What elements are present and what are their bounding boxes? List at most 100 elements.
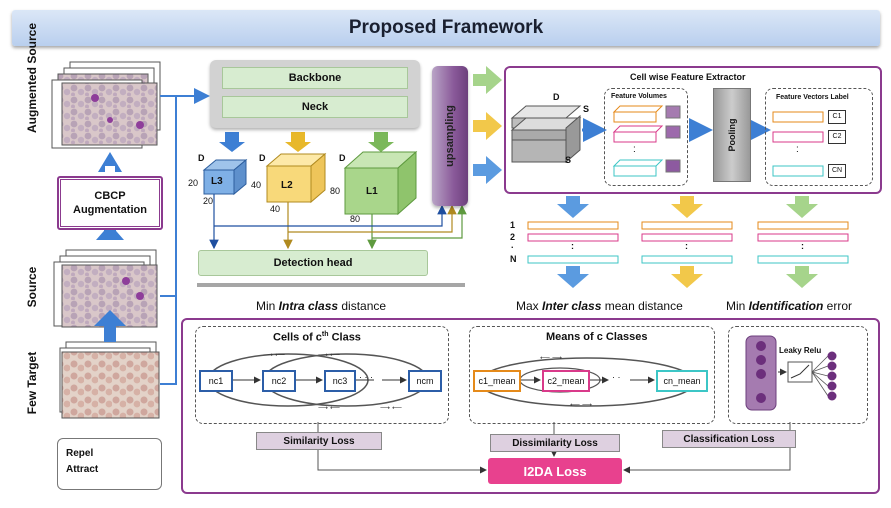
row-label-2: 2 <box>510 232 516 242</box>
cube-l2-depth: D <box>259 153 266 163</box>
cube-l3-depth: D <box>198 153 205 163</box>
i2da-loss-box: I2DA Loss <box>488 458 622 484</box>
mean-cn: cn_mean <box>656 370 708 392</box>
backbone-block: Backbone <box>222 67 408 89</box>
cells-dots: · · · <box>359 372 373 382</box>
neck-block: Neck <box>222 96 408 118</box>
row-label-1: 1 <box>510 220 516 230</box>
loss-panel <box>181 318 880 494</box>
legend-attract: Attract <box>66 464 99 475</box>
cube-l2-shape <box>265 152 327 204</box>
stack-depth-label: D <box>553 92 560 102</box>
feature-volumes-title: Feature Volumes <box>611 93 667 100</box>
cube-l2-height: 40 <box>270 204 281 214</box>
cbcp-line2: Augmentation <box>73 204 147 216</box>
cells-panel-title: Cells of cth Class <box>273 331 361 344</box>
feature-volumes-dots: : <box>633 144 636 155</box>
cbcp-augmentation-box: CBCP Augmentation <box>57 176 163 230</box>
col3-dots: : <box>801 241 804 251</box>
svg-text:⟵ ⟶: ⟵ ⟶ <box>540 355 562 362</box>
means-panel <box>469 326 715 424</box>
legend-repel: Repel <box>66 448 94 459</box>
cells-title-pre: Cells of c <box>273 331 322 344</box>
svg-text:⟵ ⟶: ⟵ ⟶ <box>570 402 592 409</box>
cell-nc3: nc3 <box>324 370 356 392</box>
leaky-relu-label: Leaky Relu <box>779 346 822 355</box>
dissimilarity-loss-box: Dissimilarity Loss <box>490 434 620 452</box>
svg-text:⟶ ⟵: ⟶ ⟵ <box>318 352 340 359</box>
svg-text:⟶ ⟵: ⟶ ⟵ <box>380 405 402 412</box>
cube-l2-width: 40 <box>251 180 262 190</box>
label-cn: CN <box>828 164 846 178</box>
pooling-label: Pooling <box>727 118 737 152</box>
few-target-images <box>59 341 160 419</box>
mean-c2: c2_mean <box>542 370 590 392</box>
cells-title-post: Class <box>328 331 361 344</box>
cube-l1-width: 80 <box>330 186 341 196</box>
cube-l3-height: 20 <box>203 196 214 206</box>
cells-panel <box>195 326 449 424</box>
col2-dots: : <box>685 241 688 251</box>
feature-extractor-panel <box>504 66 882 194</box>
cell-ncm: ncm <box>408 370 442 392</box>
ident-post: error <box>823 299 853 313</box>
classification-loss-box: Classification Loss <box>662 430 796 448</box>
cube-l3-width: 20 <box>188 178 199 188</box>
legend-box: Repel Attract <box>57 438 162 490</box>
pooling-block: Pooling <box>713 88 751 182</box>
cell-nc2: nc2 <box>262 370 296 392</box>
ident-pre: Min <box>726 299 749 313</box>
augmented-source-label: Augmented Source <box>25 23 39 133</box>
inter-class-objective: Max Inter class mean distance <box>516 299 683 313</box>
cbcp-line1: CBCP <box>94 190 126 202</box>
intra-pre: Min <box>256 299 279 313</box>
upsampling-block: upsampling <box>432 66 468 206</box>
row-label-n: N <box>510 254 517 264</box>
feature-vectors <box>772 111 824 177</box>
inter-em: Inter class <box>542 299 602 313</box>
cube-l3-label: L3 <box>211 176 223 187</box>
vector-rows <box>527 221 849 264</box>
cube-l1-height: 80 <box>350 214 361 224</box>
few-target-text: Few Target <box>25 351 39 415</box>
cell-nc1: nc1 <box>199 370 233 392</box>
means-panel-title: Means of c Classes <box>546 331 648 343</box>
few-target-label: Few Target <box>25 347 39 419</box>
detection-head-block: Detection head <box>198 250 428 276</box>
feature-map-stack <box>510 105 582 164</box>
row-label-dot: . <box>511 240 514 250</box>
source-label: Source <box>25 257 39 317</box>
stack-s2-label: S <box>565 155 572 165</box>
cube-l2-label: L2 <box>281 180 293 191</box>
classifier-graphic <box>745 335 837 411</box>
augmented-source-text: Augmented Source <box>25 22 39 133</box>
stack-s1-label: S <box>583 104 590 114</box>
ident-em: Identification <box>748 299 824 313</box>
inter-pre: Max <box>516 299 543 313</box>
cube-l1-depth: D <box>339 153 346 163</box>
inter-post: mean distance <box>601 299 683 313</box>
cube-l1-shape <box>343 150 418 216</box>
similarity-loss-box: Similarity Loss <box>256 432 382 450</box>
source-text: Source <box>25 266 39 308</box>
svg-text:⟶ ⟵: ⟶ ⟵ <box>263 352 285 359</box>
identification-objective: Min Identification error <box>726 299 852 313</box>
intra-em: Intra class <box>278 299 339 313</box>
cube-l1-label: L1 <box>366 186 378 197</box>
page-title: Proposed Framework <box>12 10 880 46</box>
feature-vectors-title: Feature Vectors Label <box>776 94 849 101</box>
feature-volumes-panel <box>604 88 688 186</box>
cube-l3-shape <box>202 158 248 196</box>
feature-vectors-dots: : <box>796 144 799 155</box>
means-dots: · · <box>612 372 621 382</box>
svg-text:⟶ ⟵: ⟶ ⟵ <box>318 405 340 412</box>
label-c2: C2 <box>828 130 846 144</box>
augmented-source-images <box>51 61 161 149</box>
col1-dots: : <box>571 241 574 251</box>
mean-c1: c1_mean <box>473 370 521 392</box>
feature-vectors-panel <box>765 88 873 186</box>
feature-volumes <box>612 105 681 177</box>
cells-title-sup: th <box>321 331 329 338</box>
feature-extractor-title: Cell wise Feature Extractor <box>630 72 746 82</box>
